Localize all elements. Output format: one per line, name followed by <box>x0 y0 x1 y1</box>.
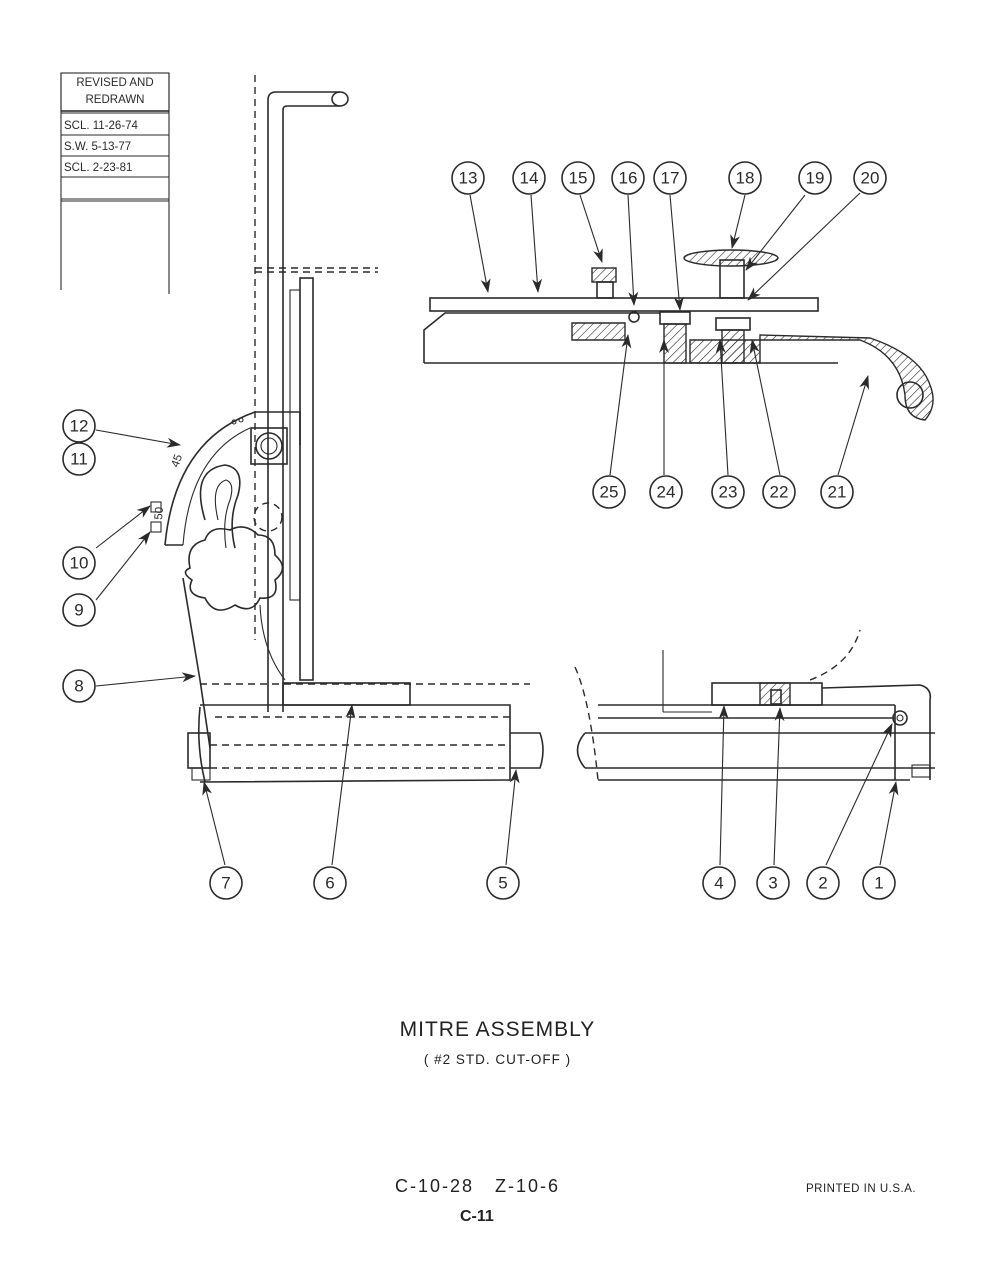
callout-20: 20 <box>853 161 887 195</box>
svg-text:25: 25 <box>600 483 619 502</box>
revision-header-line-2: REDRAWN <box>86 94 145 106</box>
revision-block: REVISED AND REDRAWN SCL. 11-26-74 S.W. 5… <box>60 72 170 294</box>
side-view-right <box>574 629 935 781</box>
svg-text:8: 8 <box>74 677 83 696</box>
callout-18: 18 <box>728 161 762 195</box>
callout-11: 11 <box>62 442 96 476</box>
svg-text:4: 4 <box>714 874 723 893</box>
revision-header-line-1: REVISED AND <box>76 77 153 89</box>
callouts: 13 14 15 16 17 18 19 20 25 24 23 22 21 1… <box>62 161 896 900</box>
callout-21: 21 <box>820 475 854 509</box>
svg-text:2: 2 <box>818 874 827 893</box>
svg-text:18: 18 <box>736 169 755 188</box>
scale-mark-50: 50 <box>153 506 166 520</box>
svg-text:23: 23 <box>719 483 738 502</box>
revision-entry: SCL. 2-23-81 <box>64 162 132 174</box>
callout-25: 25 <box>592 475 626 509</box>
drawing-subtitle: ( #2 STD. CUT-OFF ) <box>423 1052 572 1067</box>
callout-8: 8 <box>62 669 96 703</box>
callout-17: 17 <box>653 161 687 195</box>
revision-entry: SCL. 11-26-74 <box>64 120 139 132</box>
callout-22: 22 <box>762 475 796 509</box>
svg-text:16: 16 <box>619 169 638 188</box>
svg-text:9: 9 <box>74 601 83 620</box>
svg-text:6: 6 <box>325 874 334 893</box>
page-number: C-11 <box>460 1208 494 1225</box>
callout-14: 14 <box>512 161 546 195</box>
drawing-title: MITRE ASSEMBLY <box>399 1018 596 1041</box>
drawing-numbers: C-10-28 Z-10-6 <box>395 1176 561 1196</box>
svg-text:5: 5 <box>498 874 507 893</box>
svg-text:19: 19 <box>806 169 825 188</box>
callout-9: 9 <box>62 593 96 627</box>
svg-text:3: 3 <box>768 874 777 893</box>
callout-5: 5 <box>486 866 520 900</box>
leader-arrows <box>95 192 899 866</box>
svg-text:20: 20 <box>861 169 880 188</box>
svg-text:10: 10 <box>70 554 89 573</box>
callout-23: 23 <box>711 475 745 509</box>
callout-24: 24 <box>649 475 683 509</box>
scale-mark-45: 45 <box>170 453 186 469</box>
svg-text:22: 22 <box>770 483 789 502</box>
callout-12: 12 <box>62 409 96 443</box>
callout-1: 1 <box>862 866 896 900</box>
callout-19: 19 <box>798 161 832 195</box>
side-view: 45 50 <box>150 75 544 783</box>
callout-4: 4 <box>702 866 736 900</box>
printed-in-usa: PRINTED IN U.S.A. <box>806 1183 917 1195</box>
callout-3: 3 <box>756 866 790 900</box>
callout-13: 13 <box>451 161 485 195</box>
callout-16: 16 <box>611 161 645 195</box>
callout-7: 7 <box>209 866 243 900</box>
svg-text:24: 24 <box>657 483 676 502</box>
svg-text:21: 21 <box>828 483 847 502</box>
callout-10: 10 <box>62 546 96 580</box>
callout-15: 15 <box>561 161 595 195</box>
svg-text:7: 7 <box>221 874 230 893</box>
svg-text:13: 13 <box>459 169 478 188</box>
svg-text:1: 1 <box>874 874 883 893</box>
svg-text:12: 12 <box>70 417 89 436</box>
callout-6: 6 <box>313 866 347 900</box>
svg-text:17: 17 <box>661 169 680 188</box>
section-view <box>423 249 934 421</box>
callout-2: 2 <box>806 866 840 900</box>
svg-text:14: 14 <box>520 169 539 188</box>
svg-text:15: 15 <box>569 169 588 188</box>
revision-entry: S.W. 5-13-77 <box>64 141 131 153</box>
svg-text:11: 11 <box>70 450 88 469</box>
